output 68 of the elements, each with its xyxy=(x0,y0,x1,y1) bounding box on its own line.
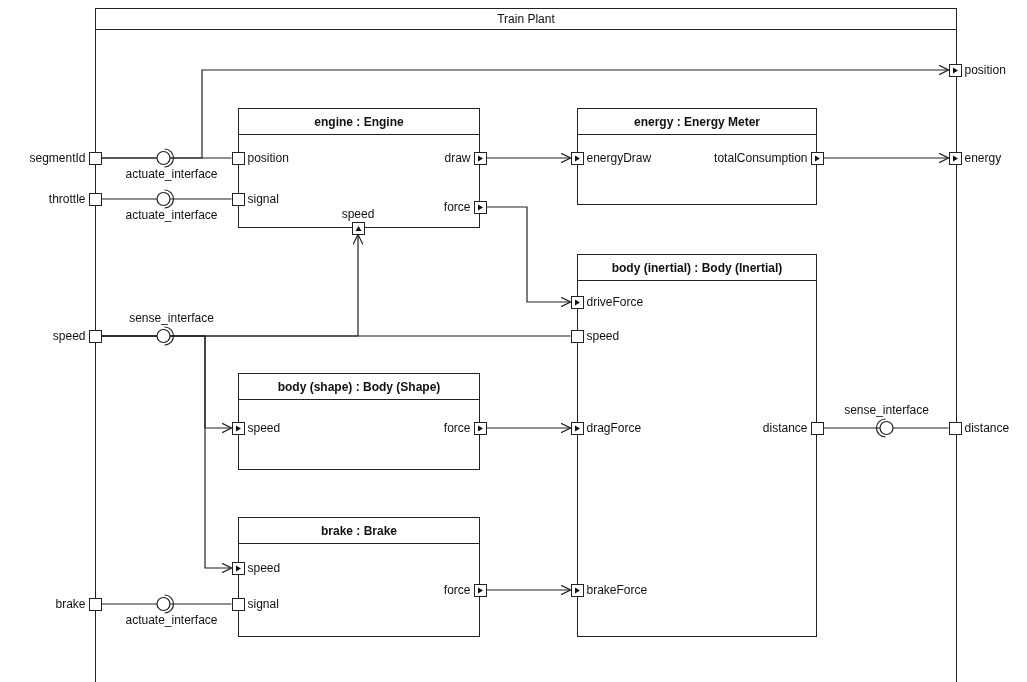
part-box xyxy=(238,517,480,637)
edge-label: actuate_interface xyxy=(125,614,218,626)
port xyxy=(948,421,962,435)
port-label: brakeForce xyxy=(586,584,648,596)
connector xyxy=(100,335,233,574)
port-label: energy xyxy=(964,152,1002,164)
part-box xyxy=(238,373,480,470)
port xyxy=(88,597,102,611)
connector xyxy=(100,603,233,605)
port-label: force xyxy=(443,201,471,213)
connector xyxy=(485,206,572,308)
port-label: signal xyxy=(247,598,279,610)
frame-box xyxy=(95,8,957,682)
port-label: speed xyxy=(341,207,375,220)
flow-port xyxy=(231,561,245,575)
port-label: brake xyxy=(55,598,86,610)
connector xyxy=(100,64,950,159)
port-label: distance xyxy=(762,422,808,434)
flow-port xyxy=(570,151,584,165)
port-label: position xyxy=(247,152,289,164)
port xyxy=(88,192,102,206)
connector xyxy=(485,152,572,164)
port-label: driveForce xyxy=(586,296,644,308)
flow-port xyxy=(948,151,962,165)
connector xyxy=(822,427,950,429)
flow-port xyxy=(570,583,584,597)
frame-title: Train Plant xyxy=(497,11,555,28)
port xyxy=(231,151,245,165)
port-label: speed xyxy=(52,330,86,342)
connector xyxy=(485,422,572,434)
port-label: throttle xyxy=(48,193,86,205)
port-label: distance xyxy=(964,422,1010,434)
flow-port xyxy=(231,421,245,435)
connector xyxy=(822,152,950,164)
edge-label: sense_interface xyxy=(129,312,214,324)
port-label: dragForce xyxy=(586,422,642,434)
edge-label: actuate_interface xyxy=(125,168,218,180)
part-box xyxy=(577,254,817,637)
part-title: engine : Engine xyxy=(314,113,404,131)
flow-port xyxy=(570,421,584,435)
port-label: segmentId xyxy=(29,152,86,164)
port-label: totalConsumption xyxy=(714,152,808,164)
port-label: energyDraw xyxy=(586,152,652,164)
connector xyxy=(100,198,233,200)
port xyxy=(570,329,584,343)
port xyxy=(88,329,102,343)
port-label: speed xyxy=(247,422,281,434)
flow-port xyxy=(948,63,962,77)
port-label: force xyxy=(443,422,471,434)
part-title: body (shape) : Body (Shape) xyxy=(277,378,441,396)
port xyxy=(88,151,102,165)
port-label: signal xyxy=(247,193,279,205)
part-title: energy : Energy Meter xyxy=(633,113,760,131)
edge-label: actuate_interface xyxy=(125,209,218,221)
port-label: speed xyxy=(247,562,281,574)
port-label: force xyxy=(443,584,471,596)
port-label: draw xyxy=(444,152,471,164)
port xyxy=(231,192,245,206)
part-title: body (inertial) : Body (Inertial) xyxy=(611,259,783,277)
flow-port xyxy=(570,295,584,309)
connector xyxy=(485,584,572,596)
port-label: speed xyxy=(586,330,620,342)
edge-label: sense_interface xyxy=(844,404,929,416)
port xyxy=(231,597,245,611)
port-label: position xyxy=(964,64,1006,76)
part-box xyxy=(577,108,817,205)
part-title: brake : Brake xyxy=(320,522,397,540)
part-box xyxy=(238,108,480,228)
